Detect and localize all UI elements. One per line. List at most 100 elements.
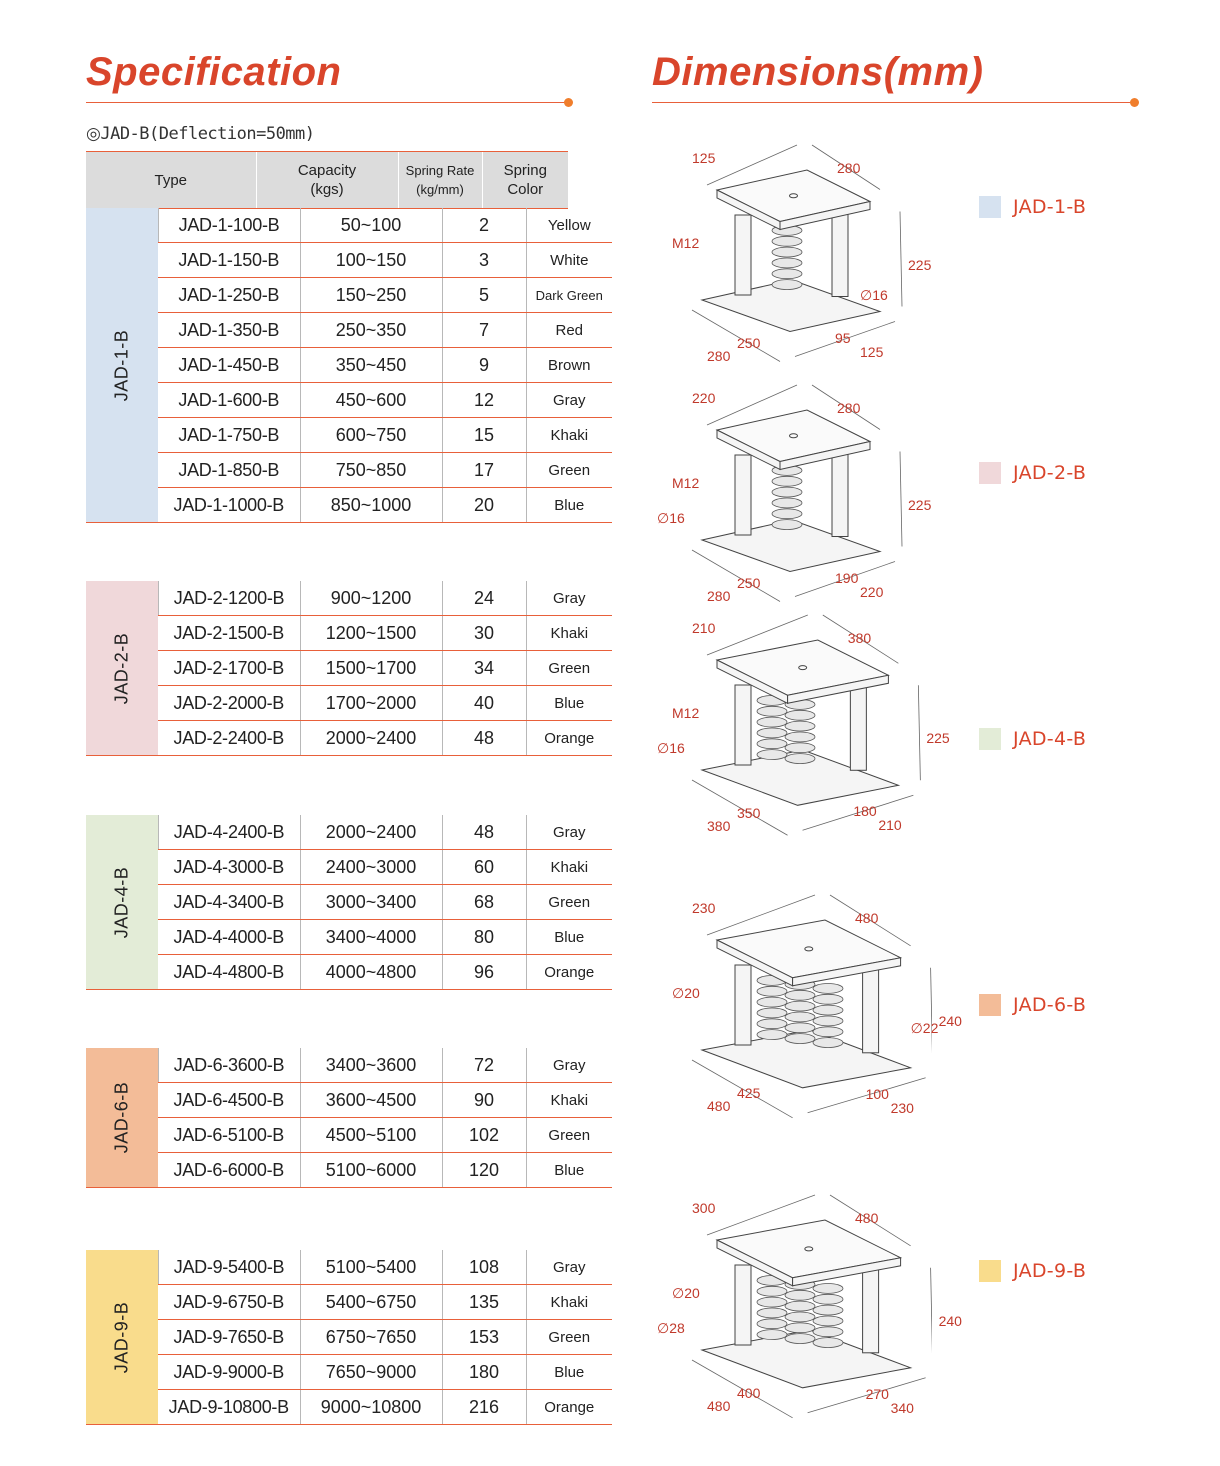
dim-hole: ∅16 xyxy=(657,510,685,526)
legend-jad-4-b: JAD-4-B xyxy=(979,728,1086,750)
capacity-cell: 50~100 xyxy=(299,208,443,243)
type-cell: JAD-2-1700-B xyxy=(158,650,301,686)
capacity-cell: 4500~5100 xyxy=(299,1117,443,1153)
spring-rate-cell: 40 xyxy=(441,685,527,721)
type-cell: JAD-6-6000-B xyxy=(158,1152,301,1188)
spring-rate-cell: 96 xyxy=(441,954,527,990)
dim-top-width: 230 xyxy=(692,900,716,916)
type-cell: JAD-4-4800-B xyxy=(158,954,301,990)
spring-rate-cell: 108 xyxy=(441,1250,527,1285)
dim-base-length: 250 xyxy=(737,335,761,351)
legend-label: JAD-2-B xyxy=(1013,462,1087,484)
dimensions-rule-dot xyxy=(1130,98,1139,107)
dim-top-length: 480 xyxy=(855,910,879,926)
spec-table-header: Type Capacity(kgs) Spring Rate(kg/mm) Sp… xyxy=(86,151,568,209)
spring-rate-cell: 68 xyxy=(441,884,527,920)
capacity-cell: 350~450 xyxy=(299,347,443,383)
group-label-cell: JAD-4-B xyxy=(86,815,159,990)
capacity-cell: 1700~2000 xyxy=(299,685,443,721)
dim-base-length-outer: 280 xyxy=(707,348,731,364)
capacity-cell: 5400~6750 xyxy=(299,1284,443,1320)
type-cell: JAD-1-450-B xyxy=(158,347,301,383)
dim-base-width-outer: 220 xyxy=(860,583,884,600)
legend-label: JAD-1-B xyxy=(1013,196,1087,218)
spring-color-cell: Khaki xyxy=(525,1284,613,1320)
spring-color-cell: Green xyxy=(525,1117,613,1153)
spring-color-cell: Blue xyxy=(525,487,613,523)
type-cell: JAD-6-5100-B xyxy=(158,1117,301,1153)
dimensions-rule xyxy=(652,102,1136,103)
type-cell: JAD-9-5400-B xyxy=(157,1250,301,1285)
dim-height: 240 xyxy=(938,1012,962,1029)
type-cell: JAD-9-7650-B xyxy=(158,1319,301,1355)
spring-color-cell: Dark Green xyxy=(525,277,613,313)
dim-base-length: 425 xyxy=(737,1085,761,1101)
dim-base-width: 270 xyxy=(865,1385,889,1402)
dim-base-length-outer: 380 xyxy=(707,818,731,834)
capacity-cell: 250~350 xyxy=(299,312,443,348)
spring-color-cell: Gray xyxy=(525,382,613,418)
spring-color-cell: Khaki xyxy=(525,849,613,885)
spring-rate-cell: 72 xyxy=(441,1048,527,1083)
dim-bolt: ∅20 xyxy=(672,985,700,1001)
dim-top-length: 480 xyxy=(855,1210,879,1226)
type-cell: JAD-6-4500-B xyxy=(158,1082,301,1118)
legend-jad-6-b: JAD-6-B xyxy=(979,994,1086,1016)
table-subtitle: ◎JAD-B(Deflection=50mm) xyxy=(86,124,315,144)
dim-base-width-outer: 230 xyxy=(890,1099,914,1116)
legend-jad-9-b: JAD-9-B xyxy=(979,1260,1086,1282)
spring-color-cell: Orange xyxy=(525,954,613,990)
dim-hole: ∅16 xyxy=(860,286,888,303)
group-label-cell: JAD-1-B xyxy=(86,208,159,523)
type-cell: JAD-2-2400-B xyxy=(158,720,301,756)
dim-base-width-outer: 340 xyxy=(890,1399,914,1416)
type-cell: JAD-6-3600-B xyxy=(157,1048,301,1083)
spring-rate-cell: 80 xyxy=(441,919,527,955)
dim-base-length: 350 xyxy=(737,805,761,821)
dim-hole: ∅28 xyxy=(657,1320,685,1336)
capacity-cell: 150~250 xyxy=(299,277,443,313)
spring-rate-cell: 180 xyxy=(441,1354,527,1390)
spring-color-cell: Khaki xyxy=(525,1082,613,1118)
dim-bolt: M12 xyxy=(672,705,700,721)
group-label: JAD-1-B xyxy=(111,329,132,401)
spring-color-cell: Green xyxy=(525,1319,613,1355)
legend-swatch xyxy=(979,728,1001,750)
capacity-cell: 5100~6000 xyxy=(299,1152,443,1188)
specification-rule xyxy=(86,102,568,103)
spring-color-cell: Green xyxy=(525,650,613,686)
capacity-cell: 4000~4800 xyxy=(299,954,443,990)
capacity-cell: 850~1000 xyxy=(299,487,443,523)
spring-rate-cell: 17 xyxy=(441,452,527,488)
spring-color-cell: Red xyxy=(525,312,613,348)
spring-rate-cell: 48 xyxy=(441,815,527,850)
spring-color-cell: Gray xyxy=(525,815,613,850)
spring-rate-cell: 3 xyxy=(441,242,527,278)
group-label: JAD-6-B xyxy=(111,1081,132,1154)
type-cell: JAD-1-850-B xyxy=(158,452,301,488)
spring-color-cell: Gray xyxy=(525,581,613,616)
spring-rate-cell: 90 xyxy=(441,1082,527,1118)
spring-color-cell: Blue xyxy=(525,685,613,721)
capacity-cell: 600~750 xyxy=(299,417,443,453)
capacity-cell: 5100~5400 xyxy=(299,1250,443,1285)
type-cell: JAD-1-600-B xyxy=(158,382,301,418)
